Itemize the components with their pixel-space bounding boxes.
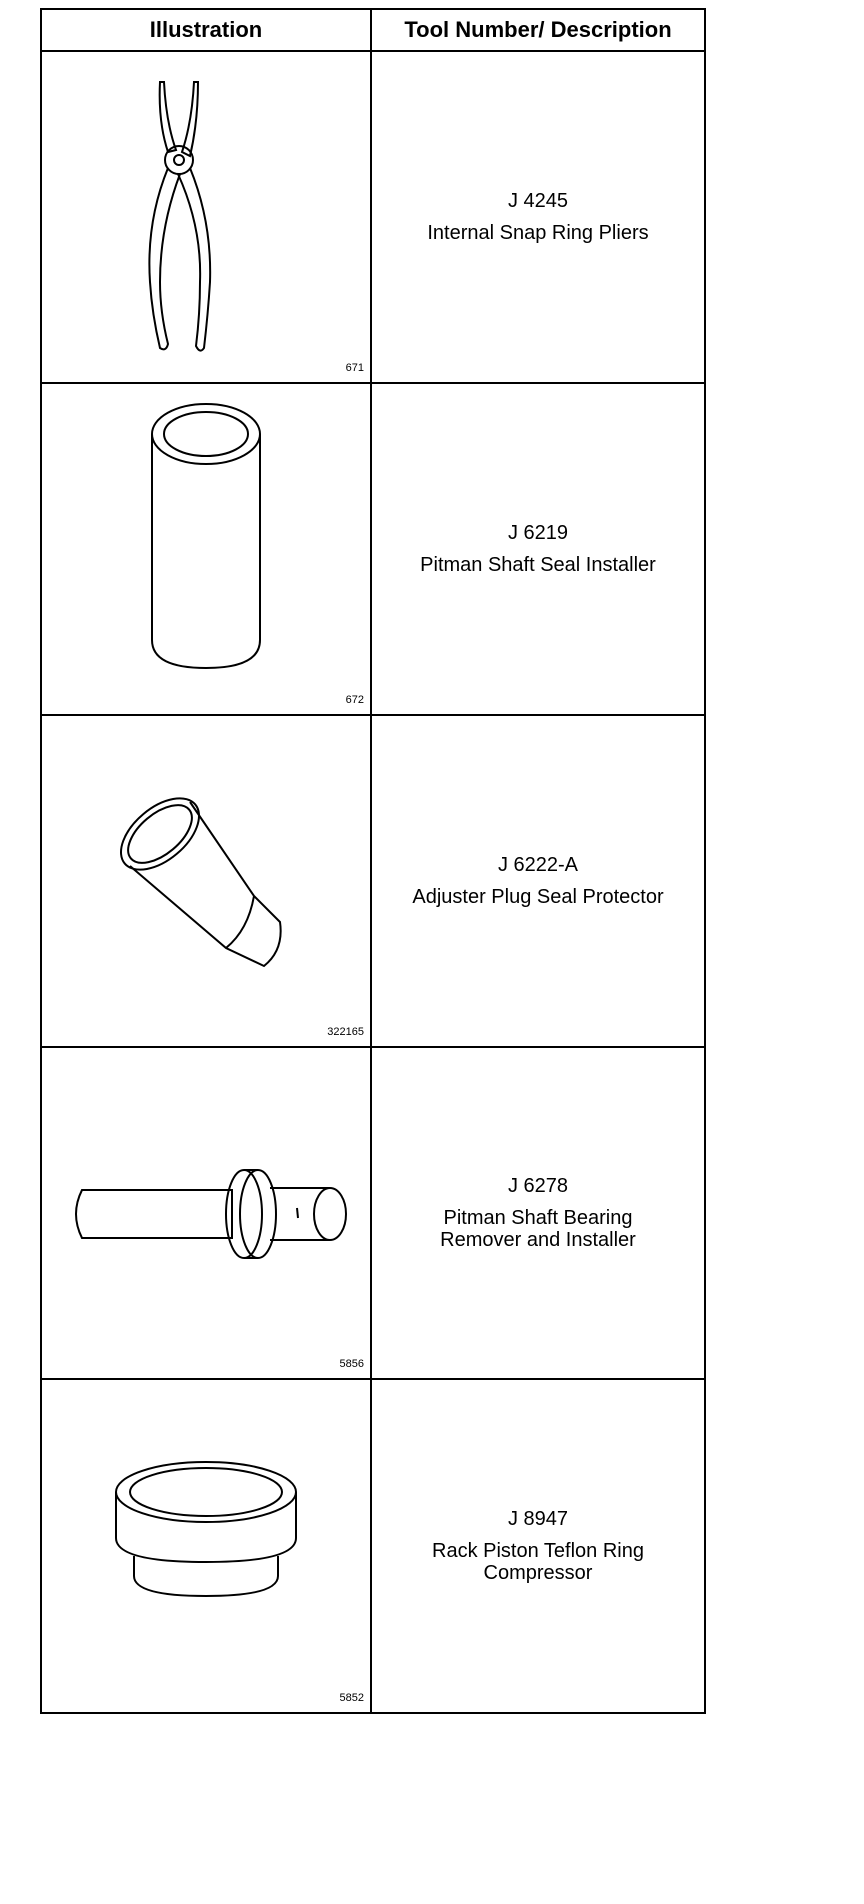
tool-description-cell: J 6219 Pitman Shaft Seal Installer (372, 384, 704, 714)
figure-number: 322165 (327, 1026, 364, 1038)
table-row: 671 J 4245 Internal Snap Ring Pliers (42, 52, 704, 384)
tool-number: J 6222-A (497, 854, 579, 876)
tool-description: Pitman Shaft Seal Installer (420, 554, 656, 576)
seal-installer-icon (151, 403, 261, 670)
illustration-cell: 5856 (42, 1048, 372, 1378)
figure-number: 671 (345, 362, 364, 374)
header-illustration: Illustration (42, 10, 372, 50)
table-row: 322165 J 6222-A Adjuster Plug Seal Prote… (42, 716, 704, 1048)
illustration-cell: 671 (42, 52, 372, 382)
illustration-cell: 322165 (42, 716, 372, 1046)
bearing-remover-icon (75, 1169, 347, 1259)
snap-ring-pliers-icon (148, 81, 212, 352)
figure-number: 5852 (339, 1692, 364, 1704)
table-row: 672 J 6219 Pitman Shaft Seal Installer (42, 384, 704, 716)
ring-compressor-icon (115, 1461, 297, 1598)
tool-number: J 4245 (507, 190, 569, 212)
illustration-cell: 672 (42, 384, 372, 714)
tool-description: Rack Piston Teflon Ring Compressor (432, 1540, 644, 1584)
tool-description-cell: J 4245 Internal Snap Ring Pliers (372, 52, 704, 382)
table-row: 5852 J 8947 Rack Piston Teflon Ring Comp… (42, 1380, 704, 1712)
figure-number: 5856 (339, 1358, 364, 1370)
illustration-cell: 5852 (42, 1380, 372, 1712)
tool-description: Pitman Shaft Bearing Remover and Install… (440, 1207, 636, 1251)
tool-description: Internal Snap Ring Pliers (427, 222, 649, 244)
seal-protector-icon (119, 797, 282, 968)
tool-description-cell: J 8947 Rack Piston Teflon Ring Compresso… (372, 1380, 704, 1712)
tool-description-cell: J 6222-A Adjuster Plug Seal Protector (372, 716, 704, 1046)
figure-number: 672 (345, 694, 364, 706)
tool-description: Adjuster Plug Seal Protector (412, 886, 664, 908)
table-header: Illustration Tool Number/ Description (42, 10, 704, 52)
tool-description-cell: J 6278 Pitman Shaft Bearing Remover and … (372, 1048, 704, 1378)
tool-number: J 8947 (507, 1508, 569, 1530)
table-row: 5856 J 6278 Pitman Shaft Bearing Remover… (42, 1048, 704, 1380)
tool-number: J 6278 (507, 1175, 569, 1197)
tool-table: Illustration Tool Number/ Description 67… (40, 8, 706, 1714)
tool-number: J 6219 (507, 522, 569, 544)
header-tool-number-description: Tool Number/ Description (404, 17, 672, 42)
